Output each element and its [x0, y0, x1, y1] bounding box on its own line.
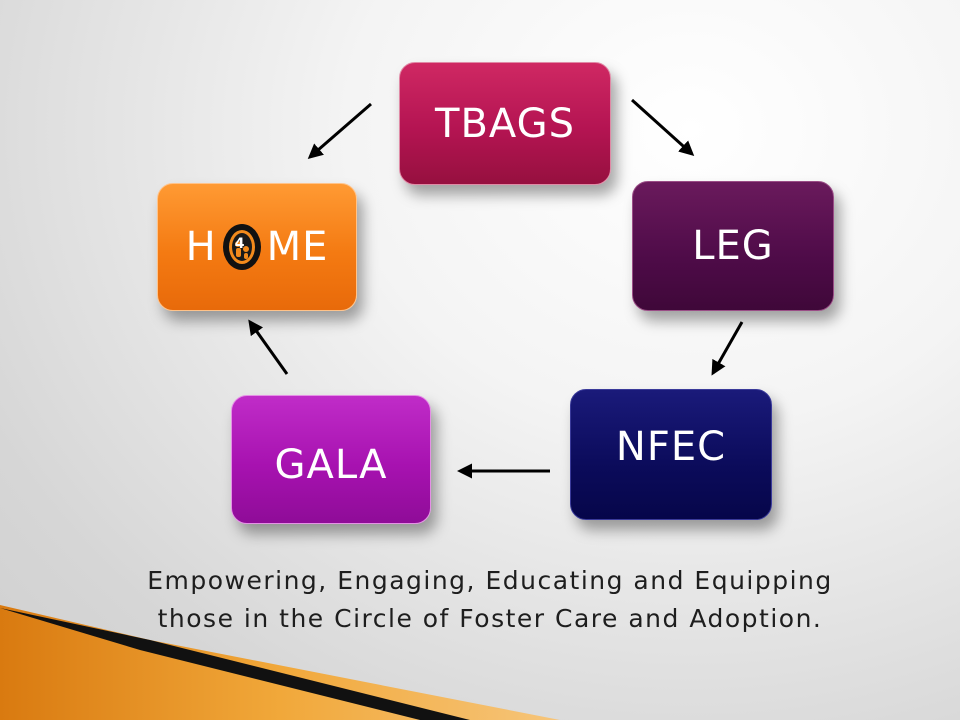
arrow-gala-to-home [248, 319, 289, 375]
arrow-leg-to-nfec [711, 321, 744, 376]
node-gala-label: GALA [274, 441, 388, 488]
node-home-label: H 4 ME [186, 222, 329, 272]
node-gala: GALA [231, 395, 431, 524]
node-tbags-label: TBAGS [435, 100, 575, 147]
node-tbags: TBAGS [399, 62, 611, 185]
home-logo-number: 4 [234, 236, 245, 252]
node-leg: LEG [632, 181, 834, 311]
node-nfec-label: NFEC [615, 423, 727, 470]
tagline-line-2: those in the Circle of Foster Care and A… [157, 604, 823, 633]
arrow-tbags-to-leg [630, 98, 695, 157]
home-logo-icon: 4 [221, 222, 263, 272]
node-nfec: NFEC [570, 389, 772, 520]
arrow-home-to-tbags [307, 102, 372, 159]
node-leg-label: LEG [692, 223, 774, 269]
node-home: H 4 ME [157, 183, 357, 311]
tagline: Empowering, Engaging, Educating and Equi… [60, 562, 920, 638]
tagline-line-1: Empowering, Engaging, Educating and Equi… [147, 566, 833, 595]
home-letters-me: ME [266, 224, 329, 270]
home-letter-h: H [185, 224, 217, 270]
